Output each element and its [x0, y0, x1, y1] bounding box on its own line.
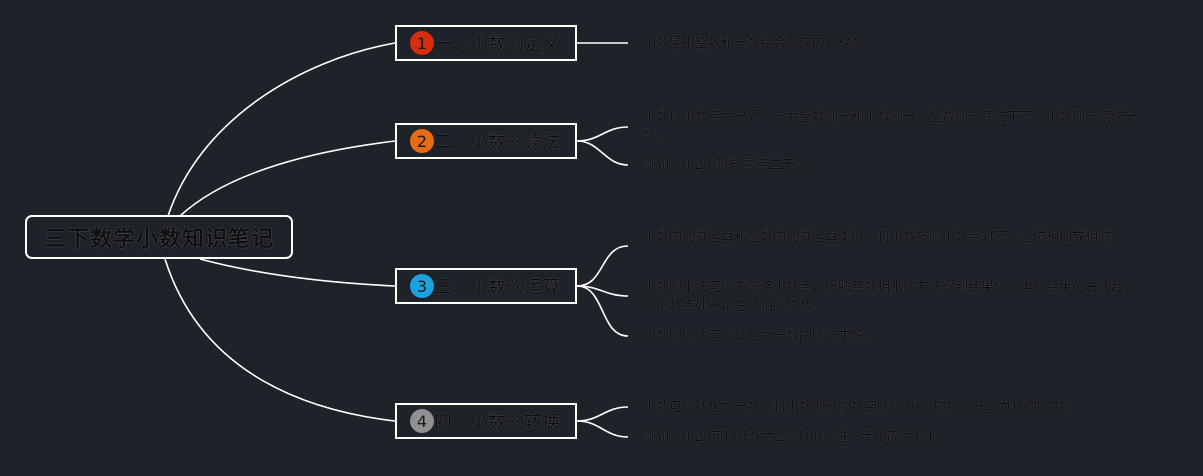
branch-2-to-note-1-line — [576, 126, 629, 142]
branch-3-to-note-3-line — [576, 285, 629, 337]
branch-4-topic[interactable]: 4 四、小数的转换 — [395, 403, 577, 439]
branch-4-label: 四、小数的转换 — [434, 412, 560, 433]
branch-1-label: 一、小数的定义 — [434, 34, 560, 55]
central-topic[interactable]: 三下数学小数知识笔记 — [25, 215, 293, 259]
branch-2-topic[interactable]: 2 二、小数的读法 — [395, 123, 577, 159]
branch-4-note-2[interactable]: 例如：0.25可以转化为25/100，进一步化简为1/4。 — [643, 430, 947, 445]
number-3-badge-icon: 3 — [410, 274, 434, 298]
branch-4-note-1[interactable]: 小数可以转化为分数，将小数部分的数字除以10的位数，分母为10的位数。 — [643, 400, 1080, 415]
branch-1-note-1[interactable]: 小数是由整数和分数结合而成的一种数 — [643, 36, 865, 51]
branch-4-to-note-1-line — [576, 406, 629, 422]
branch-1-topic[interactable]: 1 一、小数的定义 — [395, 25, 577, 61]
branch-3-label: 三、小数的运算 — [434, 277, 560, 298]
branch-3-topic[interactable]: 3 三、小数的运算 — [395, 268, 577, 304]
number-1-badge-icon: 1 — [410, 31, 434, 55]
branch-3-note-1[interactable]: 小数的加减运算和整数的加减运算类似，将小数按照小数点对齐，逐位相加或相减。 — [643, 230, 1125, 245]
branch-3-note-3[interactable]: 小数的除法可以转化为分数的除法求解。 — [643, 329, 878, 344]
number-2-badge-icon: 2 — [410, 129, 434, 153]
branch-3-note-2[interactable]: 小数的乘法可以先忽略小数点，按照整数相乘的方法得到结果后，再从结果的右边起，从小… — [643, 280, 1138, 314]
root-to-branch-1-line — [167, 42, 396, 217]
branch-4-to-note-2-line — [576, 420, 629, 438]
branch-2-note-1[interactable]: 小数以小数点为分界，分为整数部分和小数部分。整数部分读法不变，小数部分读作分数。 — [643, 110, 1138, 144]
branch-3-to-note-1-line — [576, 245, 629, 287]
number-4-badge-icon: 4 — [410, 409, 434, 433]
branch-2-note-2[interactable]: 例如：0.25读作“零点二五”。 — [643, 158, 816, 173]
root-to-branch-2-line — [179, 140, 396, 217]
branch-2-to-note-2-line — [576, 140, 629, 166]
root-to-branch-4-line — [164, 258, 396, 422]
branch-2-label: 二、小数的读法 — [434, 132, 560, 153]
root-to-branch-3-line — [199, 258, 396, 287]
